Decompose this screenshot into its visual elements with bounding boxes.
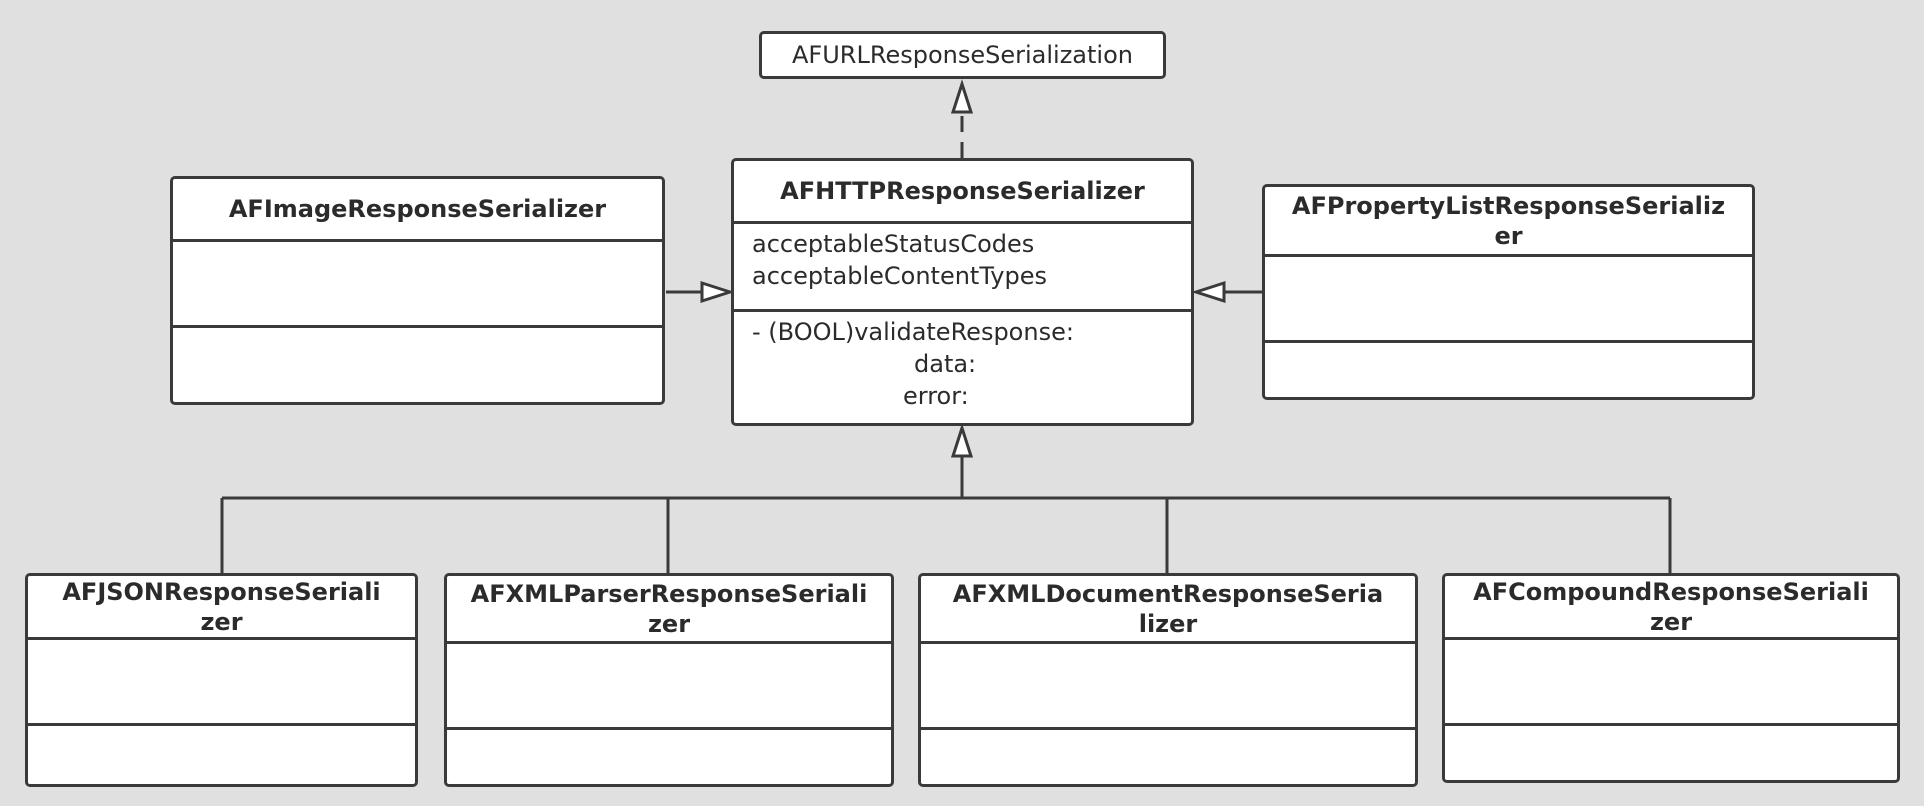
generalization-arrowhead-right — [1191, 280, 1226, 304]
operations-compartment — [1265, 343, 1752, 397]
operation-item: - (BOOL)validateResponse: — [752, 318, 1074, 346]
operation-param: error: — [903, 382, 969, 410]
class-name-text-wrap: zer — [200, 607, 243, 636]
class-box-compound-serializer[interactable]: AFCompoundResponseSeriali zer — [1442, 573, 1900, 783]
operations-compartment — [1445, 726, 1897, 780]
operations-compartment — [447, 730, 891, 784]
operations-compartment: - (BOOL)validateResponse: data: error: — [734, 312, 1191, 423]
class-name-text: AFXMLDocumentResponseSeria — [952, 579, 1384, 608]
class-name: AFPropertyListResponseSerializ er — [1265, 187, 1752, 257]
class-box-image-serializer[interactable]: AFImageResponseSerializer — [170, 176, 665, 405]
interface-name: AFURLResponseSerialization — [792, 41, 1133, 69]
class-name: AFJSONResponseSeriali zer — [28, 576, 415, 640]
class-name: AFImageResponseSerializer — [173, 179, 662, 242]
attributes-compartment — [921, 644, 1415, 730]
attributes-compartment — [1265, 257, 1752, 343]
class-box-property-list-serializer[interactable]: AFPropertyListResponseSerializ er — [1262, 184, 1755, 400]
attributes-compartment — [173, 242, 662, 328]
class-name: AFCompoundResponseSeriali zer — [1445, 576, 1897, 640]
operations-compartment — [28, 726, 415, 784]
class-box-json-serializer[interactable]: AFJSONResponseSeriali zer — [25, 573, 418, 787]
class-box-xml-document-serializer[interactable]: AFXMLDocumentResponseSeria lizer — [918, 573, 1418, 787]
realization-arrowhead — [950, 79, 974, 114]
class-name: AFXMLParserResponseSeriali zer — [447, 576, 891, 644]
class-name: AFHTTPResponseSerializer — [734, 161, 1191, 224]
class-name-text: AFXMLParserResponseSeriali — [470, 579, 868, 608]
class-name: AFXMLDocumentResponseSeria lizer — [921, 576, 1415, 644]
class-name-text: AFHTTPResponseSerializer — [780, 176, 1145, 205]
attribute-item: acceptableContentTypes — [752, 262, 1047, 290]
class-name-text: AFImageResponseSerializer — [228, 194, 607, 223]
attributes-compartment — [447, 644, 891, 730]
class-name-text: AFJSONResponseSeriali — [62, 577, 381, 606]
attribute-item: acceptableStatusCodes — [752, 230, 1035, 258]
class-name-text-wrap: zer — [1649, 607, 1693, 636]
class-name-text-wrap: lizer — [1138, 609, 1198, 638]
class-name-text-wrap: er — [1494, 221, 1523, 250]
class-box-base[interactable]: AFHTTPResponseSerializer acceptableStatu… — [731, 158, 1194, 426]
class-name-text: AFPropertyListResponseSerializ — [1291, 191, 1726, 220]
generalization-arrowhead-left — [700, 280, 735, 304]
attributes-compartment — [1445, 640, 1897, 726]
operations-compartment — [921, 730, 1415, 784]
operations-compartment — [173, 328, 662, 402]
operation-param: data: — [914, 350, 977, 378]
class-box-xml-parser-serializer[interactable]: AFXMLParserResponseSeriali zer — [444, 573, 894, 787]
generalization-arrowhead-bottom — [950, 423, 974, 458]
attributes-compartment — [28, 640, 415, 726]
interface-box[interactable]: AFURLResponseSerialization — [759, 31, 1166, 79]
attributes-compartment: acceptableStatusCodes acceptableContentT… — [734, 224, 1191, 312]
class-name-text-wrap: zer — [647, 609, 691, 638]
class-name-text: AFCompoundResponseSeriali — [1473, 577, 1869, 606]
